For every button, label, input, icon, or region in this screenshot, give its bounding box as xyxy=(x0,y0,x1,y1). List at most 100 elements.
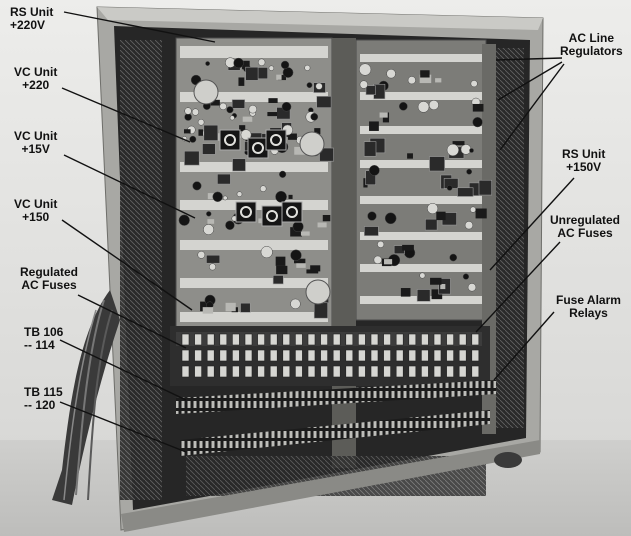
capacitor xyxy=(178,214,190,226)
fuse-holder xyxy=(295,365,303,378)
resistor xyxy=(306,269,319,274)
transformer xyxy=(240,302,251,313)
capacitor xyxy=(248,105,257,114)
transformer-ring xyxy=(270,134,282,146)
transformer xyxy=(364,226,379,236)
resistor xyxy=(420,70,430,78)
transformer xyxy=(478,179,492,196)
fuse-holder xyxy=(345,349,354,362)
capacitor xyxy=(419,272,426,279)
label-line: AC Line xyxy=(568,31,615,45)
capacitor xyxy=(446,143,459,157)
leader-tb-115-120 xyxy=(59,401,187,453)
resistor xyxy=(379,112,388,118)
resistor xyxy=(184,129,191,134)
resistor xyxy=(317,222,327,228)
fuse-holder xyxy=(219,333,228,346)
fuse-terminal-area xyxy=(170,326,490,386)
resistor xyxy=(296,263,306,268)
terminal-board-115-120 xyxy=(180,410,490,456)
resistor xyxy=(294,258,306,264)
caster-wheel xyxy=(494,452,522,468)
can-capacitor xyxy=(193,79,219,105)
label-ac-line-regulators: AC Line Regulators xyxy=(560,32,623,58)
fuse-holder xyxy=(395,333,404,346)
capacitor xyxy=(281,101,292,112)
resistor xyxy=(402,244,414,251)
resistor xyxy=(452,141,465,146)
fuse-holder xyxy=(408,349,417,362)
transformer-ring xyxy=(286,206,298,218)
fuse-holder xyxy=(345,333,354,346)
label-line: -- 120 xyxy=(24,398,56,412)
capacitor xyxy=(233,57,244,69)
label-line: RS Unit xyxy=(562,147,606,161)
resistor xyxy=(207,193,217,200)
capacitor xyxy=(290,249,302,261)
fuse-holder xyxy=(295,333,303,346)
fuse-holder xyxy=(320,365,328,378)
resistor xyxy=(407,153,413,159)
capacitor xyxy=(359,63,372,76)
fuse-holder xyxy=(446,349,454,362)
resistor xyxy=(435,78,442,83)
capacitor xyxy=(377,240,385,248)
fuse-holder xyxy=(433,333,442,346)
transformer xyxy=(206,254,221,264)
fuse-holder xyxy=(395,365,404,378)
fuse-rows xyxy=(181,333,480,378)
capacitor xyxy=(184,107,192,115)
transformer-ring xyxy=(252,142,264,154)
resistor xyxy=(472,103,484,112)
fuse-holder xyxy=(383,349,391,362)
capacitor xyxy=(212,191,223,202)
label-line: AC Fuses xyxy=(21,278,77,292)
capacitor xyxy=(304,64,311,71)
transformer-ring xyxy=(240,206,252,218)
capacitor xyxy=(292,221,304,233)
label-line: Fuse Alarm xyxy=(556,293,621,307)
resistor xyxy=(475,208,487,219)
label-tb-115-120: TB 115 -- 120 xyxy=(24,386,63,412)
fuse-holder xyxy=(307,333,316,346)
label-rs-unit-220v: RS Unit +220V xyxy=(10,6,53,32)
label-line: TB 106 xyxy=(24,325,64,339)
terminal-board-106-114 xyxy=(176,380,496,414)
transformer xyxy=(245,66,259,81)
fuse-holder xyxy=(358,365,366,378)
resistor xyxy=(268,98,278,103)
capacitor xyxy=(428,100,439,111)
fuse-holder xyxy=(206,349,215,362)
can-capacitor xyxy=(305,279,331,305)
capacitor xyxy=(467,283,477,292)
leader-fuse-alarm-relays xyxy=(493,311,555,381)
capacitor xyxy=(469,148,474,153)
fuse-holder xyxy=(194,349,202,362)
fuse-holder xyxy=(219,365,228,378)
capacitor xyxy=(290,298,301,310)
transformer xyxy=(202,143,216,155)
resistor xyxy=(225,302,236,312)
resistor xyxy=(210,99,220,106)
fuse-holder xyxy=(395,349,404,362)
leader-regulated-ac-fuses xyxy=(77,294,187,349)
fuse-holder xyxy=(219,349,228,362)
leader-rs-unit-150 xyxy=(489,177,575,271)
resistor xyxy=(384,259,393,265)
resistor xyxy=(276,74,282,80)
cabinet-base xyxy=(121,440,540,532)
leader-vc-unit-15 xyxy=(63,154,196,219)
leader-ac-line-regulators-2 xyxy=(497,61,563,101)
transformer xyxy=(272,275,284,285)
resistor xyxy=(202,307,214,314)
resistor xyxy=(369,121,379,131)
fuse-holder xyxy=(458,365,467,378)
resistor xyxy=(198,129,203,136)
fuse-holder xyxy=(257,333,265,346)
transformer xyxy=(184,150,200,166)
capacitor xyxy=(469,206,477,213)
left-wiring-harness xyxy=(120,40,162,500)
fuse-holder xyxy=(471,333,480,346)
transformer xyxy=(429,156,445,172)
capacitor xyxy=(466,168,473,175)
